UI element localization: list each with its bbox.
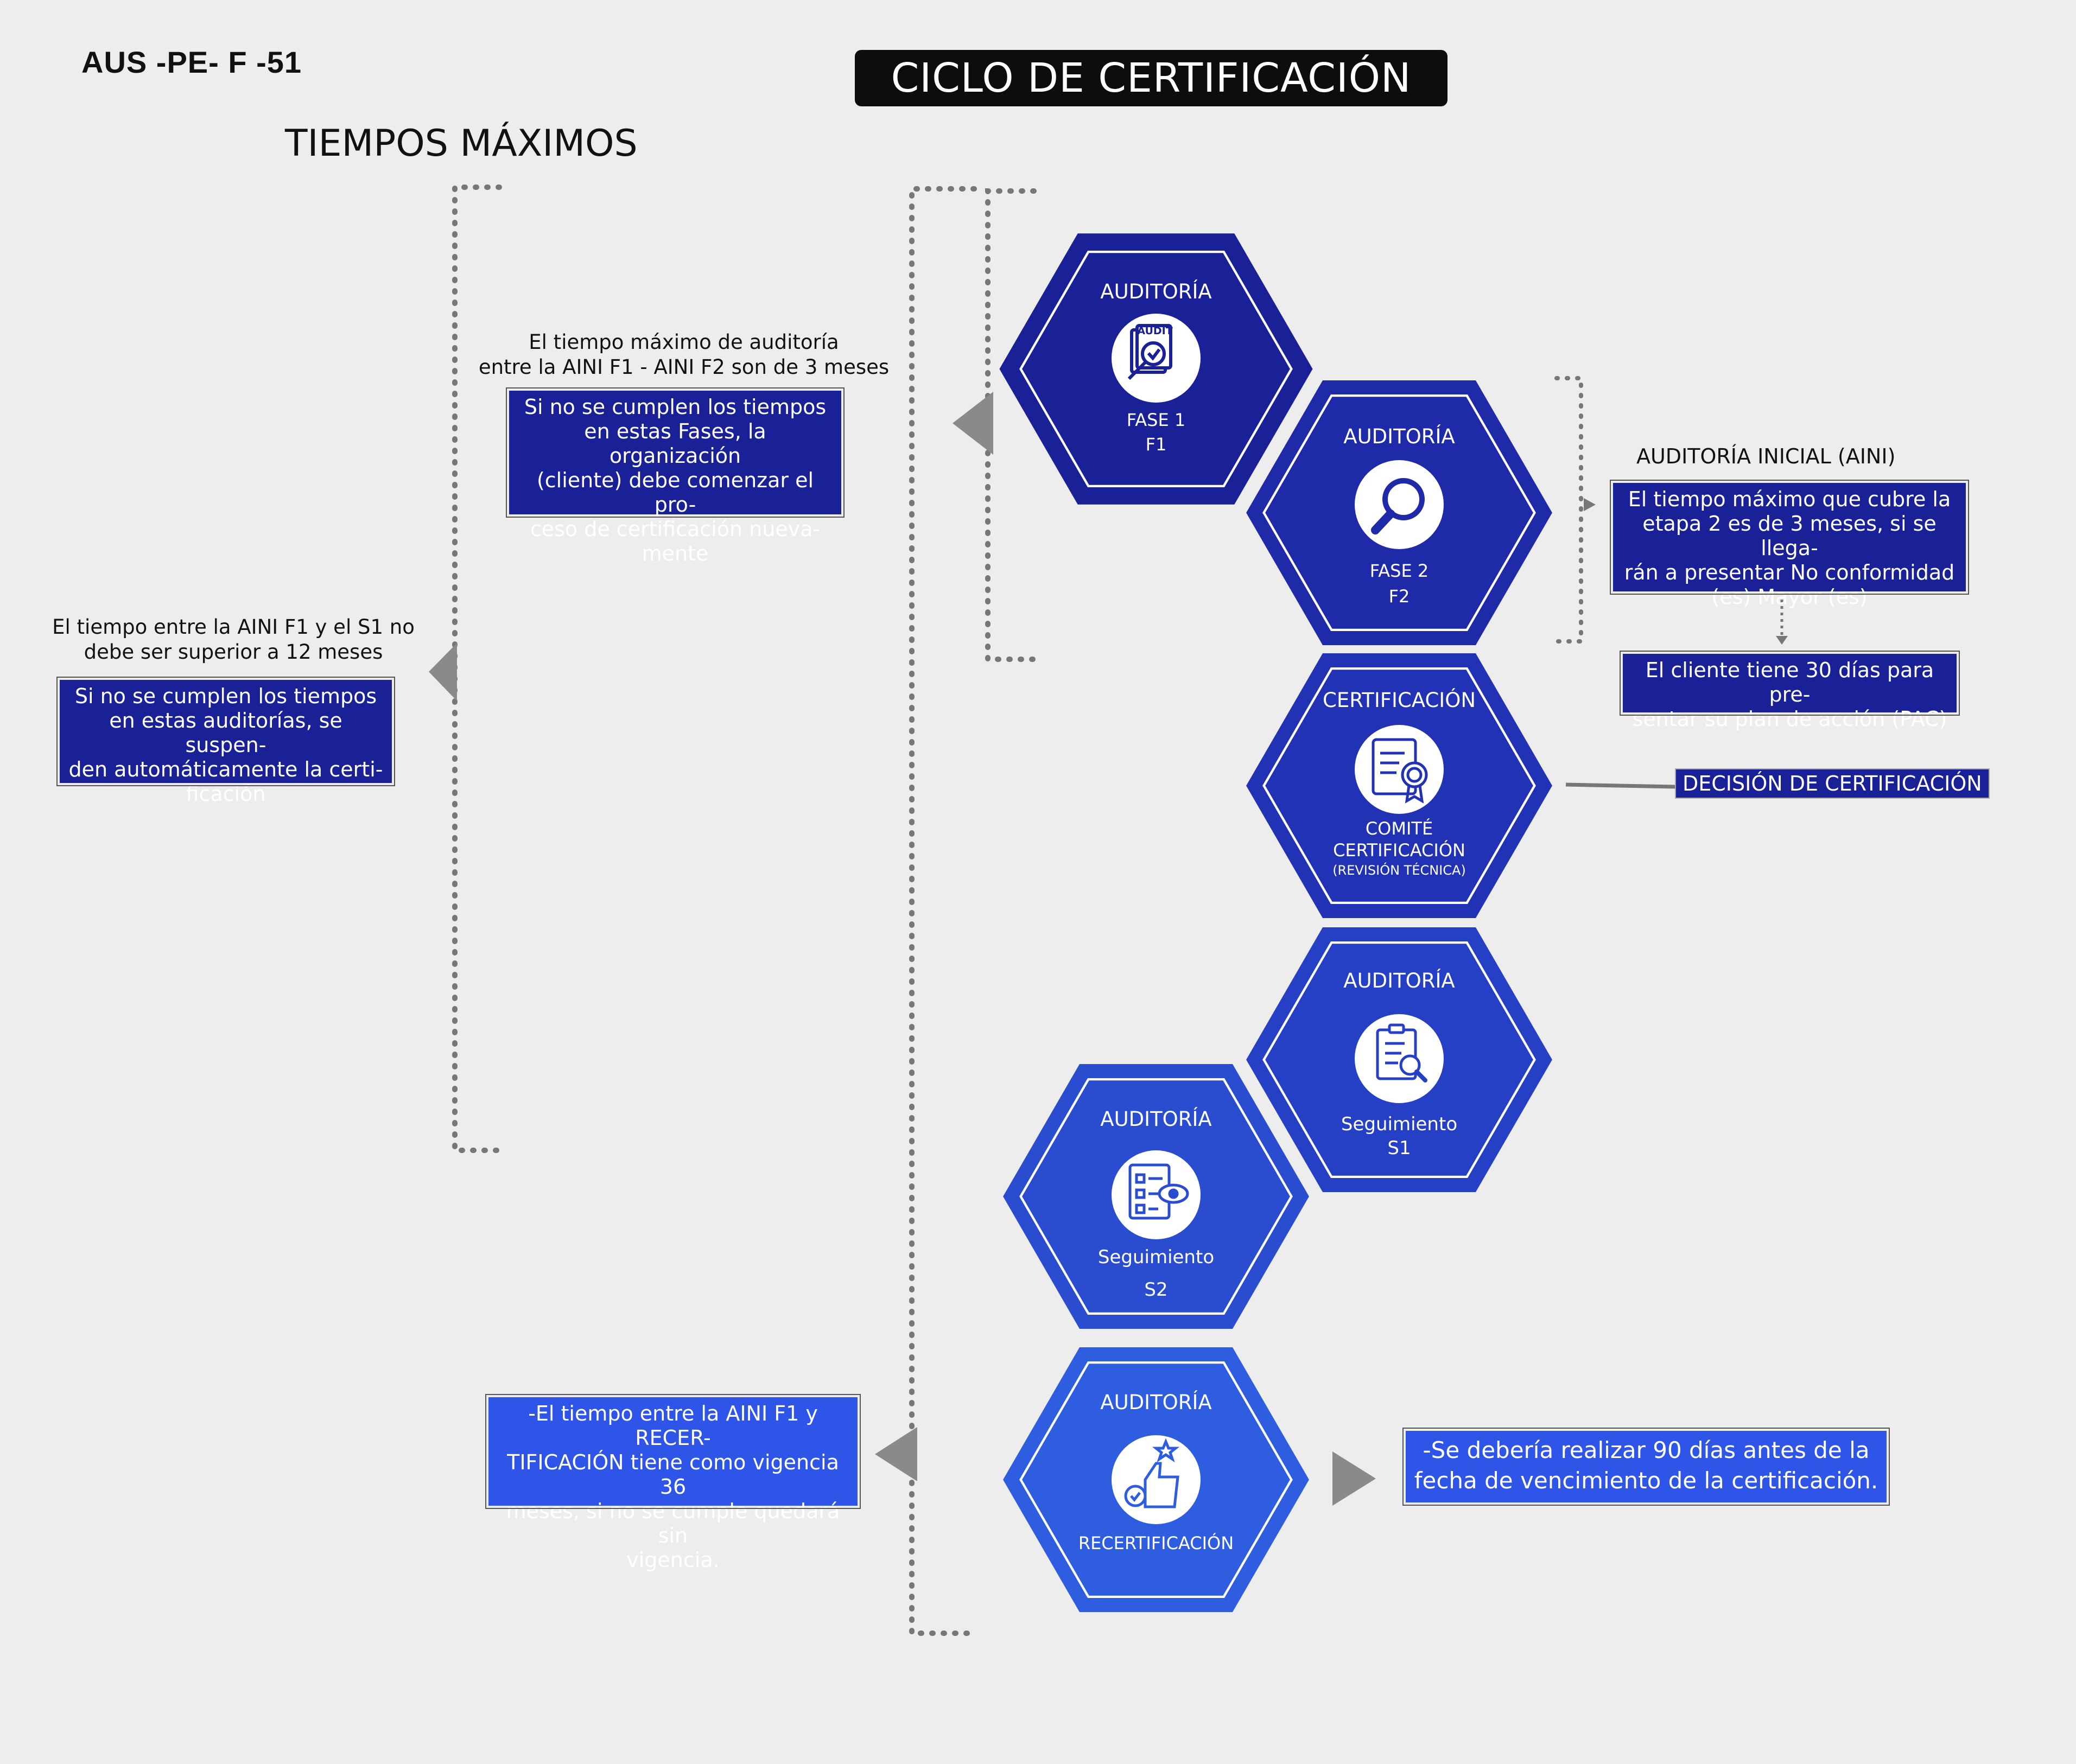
hex-s2-bottom-label: Seguimiento: [1098, 1246, 1214, 1268]
arrow-left-s1: [429, 643, 457, 701]
pac-box-line: sentar su plan de acción (PAC): [1632, 707, 1947, 731]
hex-cert-bottom-label-1: COMITÉ: [1366, 818, 1433, 839]
hex-recert-top-label: AUDITORÍA: [1100, 1390, 1211, 1414]
recert-left-box-line: meses, si no se cumple quedará sin: [506, 1499, 840, 1548]
hex-s2: AUDITORÍA Seguimiento S2: [999, 1060, 1313, 1333]
hex-recert-bottom-label: RECERTIFICACIÓN: [1078, 1532, 1234, 1553]
recert-left-box-line: -El tiempo entre la AINI F1 y RECER-: [528, 1402, 818, 1450]
hex-f1-top-label: AUDITORÍA: [1100, 279, 1211, 303]
recert-left-box-line: TIFICACIÓN tiene como vigencia 36: [507, 1450, 839, 1499]
arrow-aini-pac-head: [1776, 636, 1788, 645]
hex-f2-code-label: F2: [1389, 586, 1410, 607]
hex-s1: AUDITORÍA Seguimiento S1: [1242, 924, 1557, 1196]
document-code: AUS -PE- F -51: [81, 45, 302, 79]
bracket-f1-recert: [909, 186, 977, 1636]
note-s1-box-line: Si no se cumplen los tiempos: [74, 684, 377, 708]
pac-box-line: El cliente tiene 30 días para pre-: [1645, 658, 1934, 706]
certificate-icon: [1372, 738, 1428, 804]
note-s1-box-line: den automáticamente la certi-: [68, 757, 383, 781]
hex-s1-bottom-label: Seguimiento: [1341, 1113, 1457, 1135]
audit-document-icon: [1127, 324, 1172, 380]
arrow-to-aini: [1584, 498, 1596, 511]
note-s1-caption: El tiempo entre la AINI F1 y el S1 no de…: [41, 615, 426, 665]
note-s1-box: Si no se cumplen los tiempos en estas au…: [56, 677, 395, 806]
arrow-right-recert: [1332, 1451, 1376, 1506]
hex-f1-bottom-label: FASE 1: [1127, 410, 1185, 430]
recert-right-box: -Se debería realizar 90 días antes de la…: [1402, 1428, 1890, 1506]
thumbs-up-star-icon: [1124, 1438, 1180, 1508]
note-f1-f2-box-line: ceso de certificación nueva-: [530, 517, 821, 541]
arrow-left-recert: [875, 1427, 917, 1481]
note-s1-box-line: ficación: [186, 782, 266, 806]
aini-box-line: rán a presentar No conformidad: [1624, 561, 1955, 584]
magnifier-icon: [1371, 478, 1425, 534]
clipboard-search-icon: [1376, 1023, 1427, 1082]
hex-cert-bottom-label-3: (REVISIÓN TÉCNICA): [1332, 862, 1466, 878]
recert-right-box-line: -Se debería realizar 90 días antes de la: [1423, 1437, 1870, 1463]
note-s1-box-line: en estas auditorías, se suspen-: [109, 709, 342, 757]
hex-f2: AUDITORÍA FASE 2 F2: [1242, 377, 1557, 649]
recert-left-box: -El tiempo entre la AINI F1 y RECER- TIF…: [485, 1394, 861, 1572]
hex-recertification: AUDITORÍA RECERTIFICACIÓN: [999, 1343, 1313, 1616]
hex-s1-top-label: AUDITORÍA: [1343, 969, 1455, 992]
bracket-f1-f2: [985, 188, 1037, 662]
page-title: CICLO DE CERTIFICACIÓN: [855, 50, 1448, 106]
hex-s1-code-label: S1: [1387, 1137, 1411, 1159]
aini-box-line: (es) Mayor (es): [1711, 585, 1868, 609]
arrow-left-f1f2: [953, 392, 993, 455]
aini-box: El tiempo máximo que cubre la etapa 2 es…: [1610, 480, 1969, 609]
note-f1-f2-box-line: en estas Fases, la organización: [584, 419, 766, 468]
note-f1-f2-box-line: (cliente) debe comenzar el pro-: [536, 468, 814, 517]
aini-box-line: El tiempo máximo que cubre la: [1628, 487, 1951, 511]
note-f1-f2-box-line: mente: [642, 542, 709, 565]
hex-f1-code-label: F1: [1146, 434, 1167, 455]
decision-label: DECISIÓN DE CERTIFICACIÓN: [1676, 769, 1989, 798]
checklist-eye-icon: [1128, 1163, 1189, 1220]
recert-right-box-line: fecha de vencimiento de la certificación…: [1414, 1467, 1878, 1494]
pac-box: El cliente tiene 30 días para pre- senta…: [1620, 651, 1960, 731]
note-f1-f2-box-line: Si no se cumplen los tiempos: [524, 395, 827, 419]
note-f1-f2-caption-line-1: El tiempo máximo de auditoría: [529, 330, 839, 354]
hex-f2-top-label: AUDITORÍA: [1343, 424, 1455, 448]
note-f1-f2-caption-line-2: entre la AINI F1 - AINI F2 son de 3 mese…: [478, 355, 890, 379]
decision-connector: [1565, 782, 1677, 789]
hex-cert-bottom-label-2: CERTIFICACIÓN: [1333, 839, 1465, 861]
hex-cert-top-label: CERTIFICACIÓN: [1323, 688, 1476, 712]
note-f1-f2-box: Si no se cumplen los tiempos en estas Fa…: [506, 387, 845, 565]
bracket-f2-right: [1554, 376, 1583, 644]
hex-s2-code-label: S2: [1144, 1279, 1167, 1301]
hex-s2-top-label: AUDITORÍA: [1100, 1107, 1211, 1131]
note-f1-f2-caption: El tiempo máximo de auditoría entre la A…: [461, 330, 906, 380]
svg-text:AUDIT: AUDIT: [1137, 325, 1172, 337]
hex-f2-bottom-label: FASE 2: [1370, 561, 1429, 581]
hex-f1: AUDIT AUDITORÍA FASE 1 F1: [999, 233, 1313, 505]
section-title: TIEMPOS MÁXIMOS: [285, 122, 638, 165]
recert-left-box-line: vigencia.: [626, 1548, 720, 1572]
aini-title: AUDITORÍA INICIAL (AINI): [1636, 444, 1896, 468]
note-s1-caption-line-1: El tiempo entre la AINI F1 y el S1 no: [52, 615, 415, 639]
hex-certification: CERTIFICACIÓN COMITÉ CERTIFICACIÓN (REVI…: [1242, 649, 1557, 922]
note-s1-caption-line-2: debe ser superior a 12 meses: [84, 640, 383, 664]
aini-box-line: etapa 2 es de 3 meses, si se llega-: [1642, 512, 1937, 560]
